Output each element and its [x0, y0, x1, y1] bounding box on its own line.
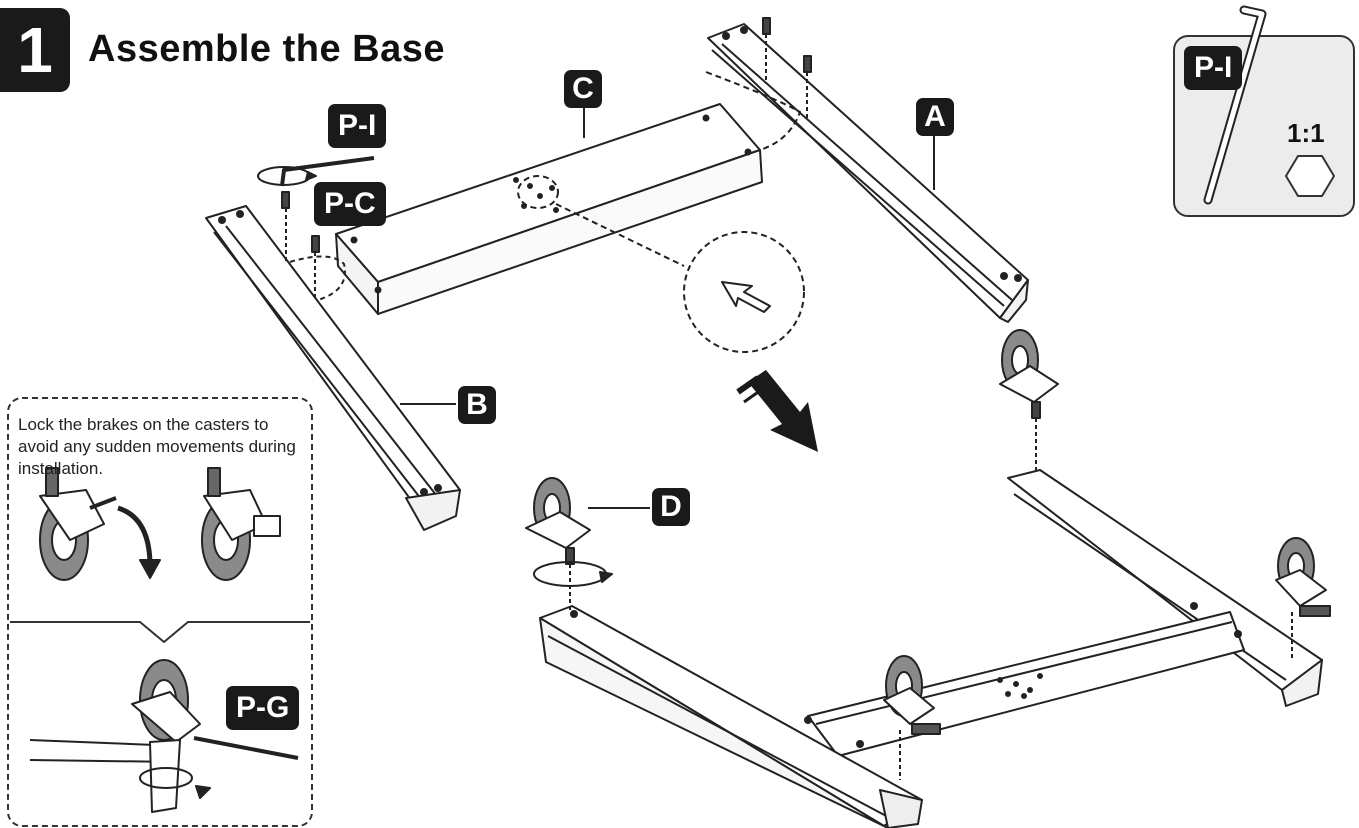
part-label-a: A — [916, 98, 954, 136]
brake-note: Lock the brakes on the casters to avoid … — [18, 415, 296, 478]
detail-callout — [517, 71, 805, 353]
screws-a — [762, 17, 812, 118]
beam-a — [707, 23, 1029, 323]
part-label-c: C — [564, 70, 602, 108]
arrow-icon — [721, 281, 771, 313]
tool-label-pi: P-I — [328, 104, 387, 148]
part-label-d: D — [652, 488, 690, 526]
step-number: 1 — [0, 8, 70, 92]
caster-right — [1275, 537, 1331, 658]
beam-b — [205, 205, 461, 531]
inset-scale-ratio: 1:1 — [1287, 118, 1325, 148]
step-title: Assemble the Base — [88, 28, 445, 70]
caster-middle — [883, 655, 941, 780]
plank-c — [335, 103, 763, 315]
tool-inset — [1173, 5, 1355, 217]
part-label-b: B — [458, 386, 496, 424]
caster-top-right — [999, 329, 1059, 474]
allen-key-icon — [257, 156, 375, 187]
caster-d — [525, 477, 613, 610]
assembled-base — [539, 469, 1323, 828]
tool-label-pc: P-C — [314, 182, 386, 226]
screws-b — [281, 191, 346, 301]
tool-label-pg: P-G — [226, 686, 300, 730]
inset-tool-label: P-I — [1184, 46, 1243, 90]
note-box — [7, 397, 313, 827]
direction-arrow-icon — [736, 370, 818, 452]
hex-icon — [1285, 155, 1335, 197]
